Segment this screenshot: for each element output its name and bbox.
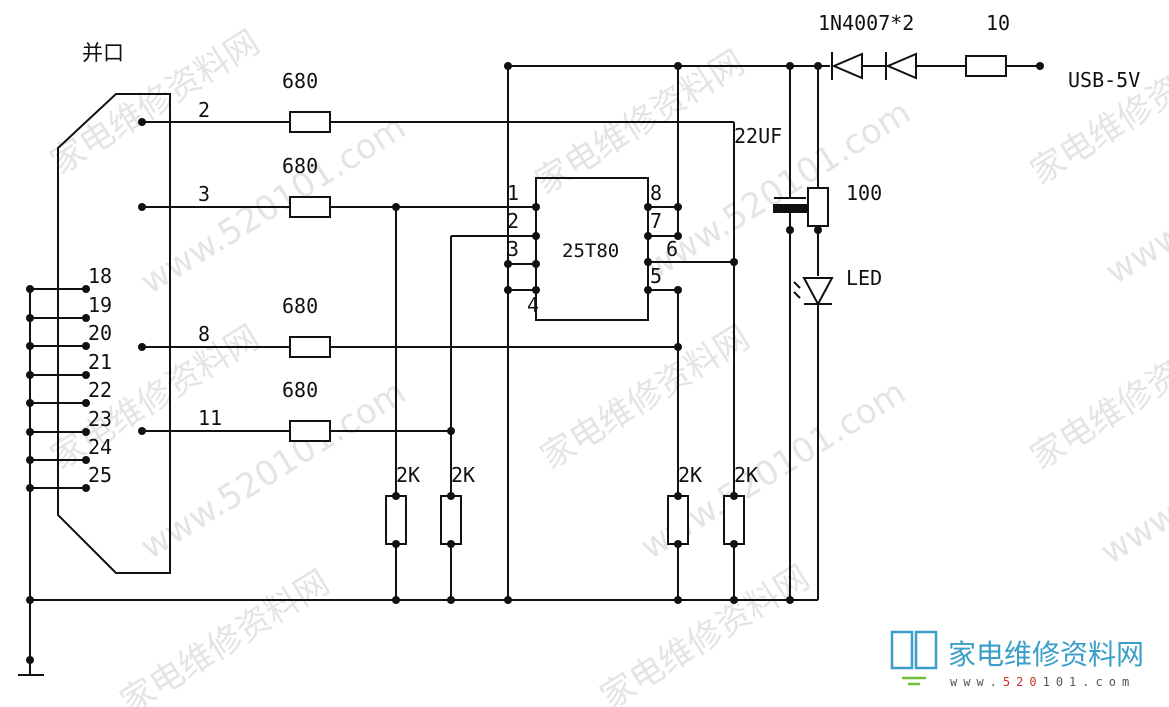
resistor-2k-2 xyxy=(440,495,462,545)
resistor-100 xyxy=(807,187,829,227)
supply-label: USB-5V xyxy=(1068,68,1140,92)
chip-pin-label: 1 xyxy=(507,181,519,205)
watermark-layer: 家电维修资料网 www.520101.com 家电维修资料网 www.52010… xyxy=(44,23,1169,707)
resistor-label-2k: 2K xyxy=(451,463,475,487)
capacitor-22uf xyxy=(773,197,807,213)
resistor-label-680: 680 xyxy=(282,154,318,178)
parallel-connector-outline xyxy=(57,93,171,574)
gnd-pin-label: 23 xyxy=(88,407,112,431)
diode-1 xyxy=(831,52,863,80)
diodes xyxy=(831,52,917,80)
connector-label: 并口 xyxy=(82,41,124,65)
site-logo: 家电维修资料网 www.520101.com xyxy=(890,630,1144,689)
junctions xyxy=(26,62,1044,664)
chip-pin-label: 3 xyxy=(507,237,519,261)
wires xyxy=(18,65,1040,676)
gnd-pin-label: 21 xyxy=(88,350,112,374)
watermark-text: 家电维修资料网 xyxy=(534,318,757,478)
watermark-url: www.520101.com xyxy=(134,107,413,302)
pin-label-2: 2 xyxy=(198,98,210,122)
pin-label-3: 3 xyxy=(198,182,210,206)
chip-pin-label: 8 xyxy=(650,181,662,205)
gnd-pin-label: 20 xyxy=(88,321,112,345)
resistor-2k-1 xyxy=(385,495,407,545)
book-icon xyxy=(890,630,938,686)
resistors xyxy=(289,55,1007,545)
logo-url: www.520101.com xyxy=(950,675,1135,689)
watermark-text: 家电维修资料网 xyxy=(594,558,817,707)
resistor-label-2k: 2K xyxy=(396,463,420,487)
labels: 并口 2 3 8 11 18 19 20 21 22 23 24 25 680 … xyxy=(82,11,1140,487)
resistor-680-pin2 xyxy=(289,111,331,133)
diode-label: 1N4007*2 xyxy=(818,11,914,35)
watermark-text: 家电维修资料网 xyxy=(44,23,267,183)
gnd-pin-label: 18 xyxy=(88,264,112,288)
resistor-label-2k: 2K xyxy=(734,463,758,487)
pin-label-8: 8 xyxy=(198,322,210,346)
resistor-680-pin3 xyxy=(289,196,331,218)
chip-pin-label: 4 xyxy=(527,293,539,317)
led-label: LED xyxy=(846,266,882,290)
resistor-label-100: 100 xyxy=(846,181,882,205)
resistor-680-pin8 xyxy=(289,336,331,358)
gnd-pin-label: 24 xyxy=(88,435,112,459)
resistor-10 xyxy=(965,55,1007,77)
resistor-2k-3 xyxy=(667,495,689,545)
watermark-text: 家电维修资料网 xyxy=(1024,318,1169,478)
pin-label-11: 11 xyxy=(198,406,222,430)
chip-pin-label: 2 xyxy=(507,209,519,233)
chip-body xyxy=(535,177,649,321)
gnd-pin-label: 22 xyxy=(88,378,112,402)
watermark-text: 家电维修资料网 xyxy=(1024,33,1169,193)
resistor-label-680: 680 xyxy=(282,294,318,318)
capacitor-label: 22UF xyxy=(734,124,782,148)
chip-pin-label: 6 xyxy=(666,237,678,261)
diode-2 xyxy=(885,52,917,80)
resistor-680-pin11 xyxy=(289,420,331,442)
resistor-label-680: 680 xyxy=(282,69,318,93)
gnd-pin-label: 19 xyxy=(88,293,112,317)
resistor-label-10: 10 xyxy=(986,11,1010,35)
resistor-label-680: 680 xyxy=(282,378,318,402)
gnd-pin-label: 25 xyxy=(88,463,112,487)
resistor-2k-4 xyxy=(723,495,745,545)
resistor-label-2k: 2K xyxy=(678,463,702,487)
logo-title: 家电维修资料网 xyxy=(948,638,1144,671)
chip-pin-label: 5 xyxy=(650,264,662,288)
chip-name: 25T80 xyxy=(562,240,619,262)
chip-pin-label: 7 xyxy=(650,209,662,233)
watermark-text: 家电维修资料网 xyxy=(44,318,267,478)
led xyxy=(793,277,834,307)
watermark-text: 家电维修资料网 xyxy=(114,563,337,707)
